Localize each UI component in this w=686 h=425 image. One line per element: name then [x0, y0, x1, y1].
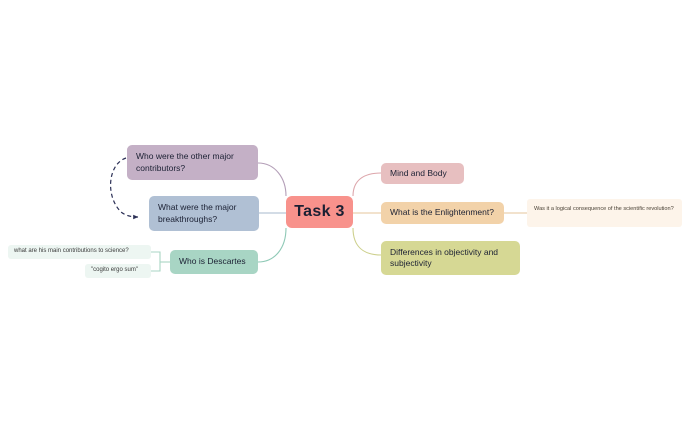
note-node-logical-consequence[interactable]: Was it a logical consequence of the scie…	[527, 199, 682, 227]
branch-label-mind-and-body: Mind and Body	[390, 167, 447, 178]
root-node-task-3[interactable]: Task 3	[286, 196, 353, 228]
leaf-label-cogito-ergo-sum: "cogito ergo sum"	[91, 267, 138, 274]
branch-label-what-is-enlightenment: What is the Enlightenment?	[390, 207, 494, 218]
edge-descartes-bracket	[151, 251, 161, 272]
edge-root-to-mind-and-body	[352, 172, 382, 197]
branch-label-differences-objectivity: Differences in objectivity and subjectiv…	[390, 246, 501, 268]
edge-root-to-who-is-descartes	[257, 227, 287, 263]
edge-root-to-other-contributors	[257, 162, 287, 197]
leaf-label-main-contributions: what are his main contributions to scien…	[14, 248, 129, 255]
branch-node-mind-and-body[interactable]: Mind and Body	[381, 163, 464, 184]
branch-label-other-contributors: Who were the other major contributors?	[136, 151, 237, 173]
branch-node-differences-objectivity[interactable]: Differences in objectivity and subjectiv…	[381, 241, 520, 275]
leaf-node-main-contributions[interactable]: what are his main contributions to scien…	[8, 245, 151, 259]
branch-node-other-contributors[interactable]: Who were the other major contributors?	[127, 145, 258, 180]
branch-label-who-is-descartes: Who is Descartes	[179, 256, 246, 267]
branch-node-what-is-enlightenment[interactable]: What is the Enlightenment?	[381, 202, 504, 224]
note-label-logical-consequence: Was it a logical consequence of the scie…	[534, 206, 674, 212]
edge-root-to-differences-objectivity	[352, 227, 382, 256]
branch-node-who-is-descartes[interactable]: Who is Descartes	[170, 250, 258, 274]
leaf-node-cogito-ergo-sum[interactable]: "cogito ergo sum"	[85, 264, 151, 278]
root-node-label: Task 3	[294, 203, 345, 221]
branch-label-major-breakthroughs: What were the major breakthroughs?	[158, 202, 239, 224]
branch-node-major-breakthroughs[interactable]: What were the major breakthroughs?	[149, 196, 259, 231]
